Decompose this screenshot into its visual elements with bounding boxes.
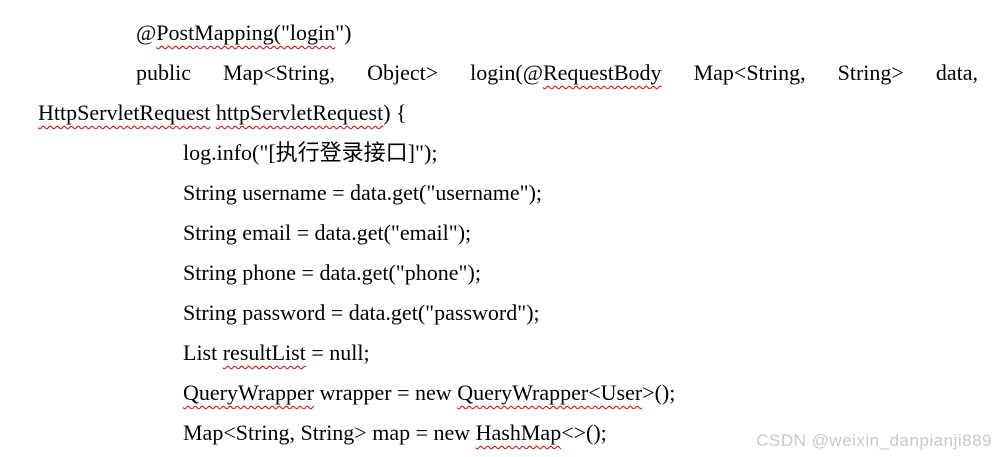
code-text: wrapper = new	[314, 380, 458, 405]
code-line: String username = data.get("username");	[183, 173, 978, 213]
code-line: HttpServletRequest httpServletRequest) {	[38, 93, 978, 133]
code-text: <>();	[561, 420, 607, 445]
code-line: log.info("[执行登录接口]");	[183, 133, 978, 173]
code-line: String password = data.get("password");	[183, 293, 978, 333]
spellcheck-squiggle-text: RequestBody	[542, 60, 662, 85]
code-text: = null;	[305, 340, 370, 365]
code-line: String phone = data.get("phone");	[183, 253, 978, 293]
code-text: @	[136, 20, 157, 45]
code-text: ) {	[383, 100, 407, 125]
code-text: String email = data.get("email");	[183, 220, 472, 245]
code-line: List resultList = null;	[183, 333, 978, 373]
spellcheck-squiggle-text: HashMap	[475, 420, 562, 445]
spellcheck-squiggle-text: httpServletRequest	[215, 100, 384, 125]
code-text: Map<String, String> data,	[661, 60, 979, 85]
code-line: String email = data.get("email");	[183, 213, 978, 253]
code-text: List	[183, 340, 223, 365]
spellcheck-squiggle-text: QueryWrapper	[183, 380, 315, 405]
code-document: @PostMapping("login")public Map<String, …	[38, 13, 978, 453]
code-text: String username = data.get("username");	[183, 180, 543, 205]
code-text: public Map<String, Object> login(@	[136, 60, 543, 85]
spellcheck-squiggle-text: resultList	[222, 340, 306, 365]
csdn-watermark: CSDN @weixin_danpianji889	[756, 431, 992, 450]
code-line: public Map<String, Object> login(@Reques…	[136, 53, 978, 93]
code-line: QueryWrapper wrapper = new QueryWrapper<…	[183, 373, 978, 413]
code-text: Map<String, String> map = new	[183, 420, 476, 445]
code-text: ")	[335, 20, 352, 45]
code-text: String phone = data.get("phone");	[183, 260, 481, 285]
spellcheck-squiggle-text: HttpServletRequest	[38, 100, 211, 125]
code-text: log.info("[执行登录接口]");	[183, 140, 438, 165]
spellcheck-squiggle-text: PostMapping("login	[156, 20, 336, 45]
code-text: >();	[642, 380, 676, 405]
spellcheck-squiggle-text: QueryWrapper<User	[457, 380, 643, 405]
code-text: String password = data.get("password");	[183, 300, 540, 325]
code-line: Map<String, String> map = new HashMap<>(…	[183, 413, 978, 453]
code-line: @PostMapping("login")	[136, 13, 978, 53]
